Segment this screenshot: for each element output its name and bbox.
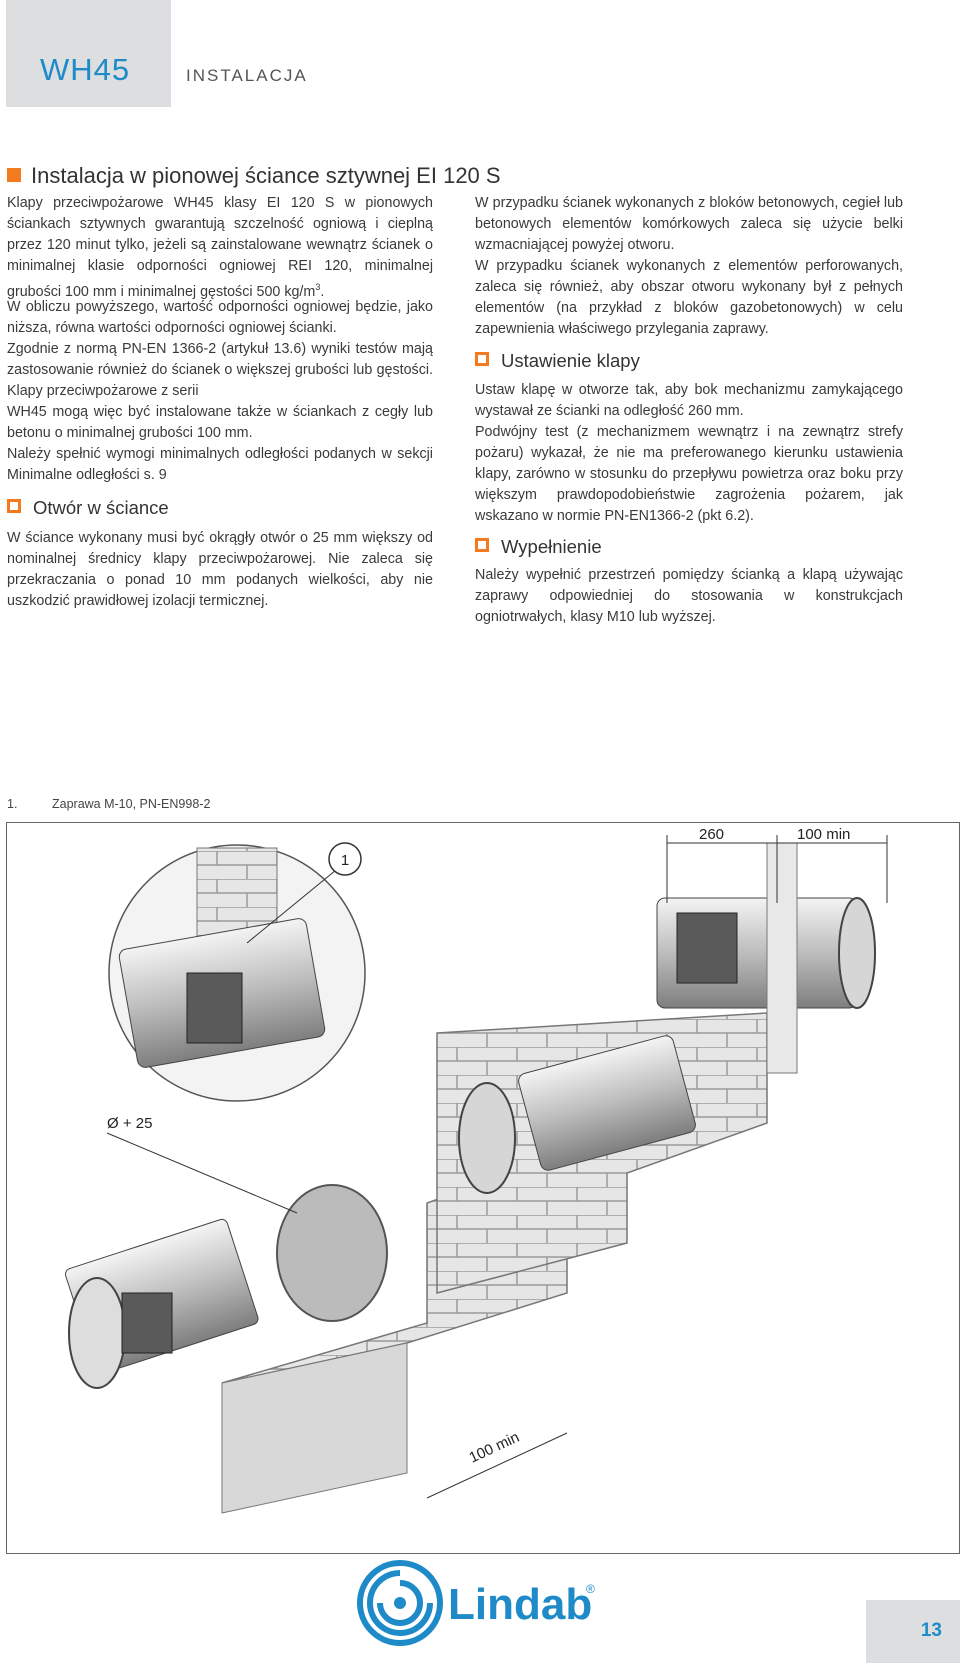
main-heading-text: Instalacja w pionowej ściance sztywnej E… (31, 163, 501, 188)
superscript: 3 (315, 282, 321, 292)
left-paragraph-2: W obliczu powyższego, wartość odporności… (7, 299, 433, 336)
heading-square-icon (7, 168, 21, 182)
lower-damper (64, 1218, 259, 1389)
header-box (6, 0, 171, 107)
section-name: INSTALACJA (186, 66, 308, 85)
heading-bullet-icon (7, 499, 21, 513)
dim-100min-top: 100 min (797, 826, 850, 843)
left-paragraph-1: Klapy przeciwpożarowe WH45 klasy EI 120 … (7, 195, 433, 300)
left-paragraph-5: Należy spełnić wymogi minimalnych odległ… (7, 446, 433, 483)
diameter-leader (106, 1132, 298, 1214)
heading-bullet-icon (475, 538, 489, 552)
right-paragraph-5: Należy wypełnić przestrzeń pomiędzy ścia… (475, 567, 903, 625)
leader-line (246, 860, 348, 944)
lindab-logo: Lindab ® (352, 1553, 622, 1653)
heading-ustawienie: Ustawienie klapy (475, 350, 640, 372)
right-paragraph-3: Ustaw klapę w otworze tak, aby bok mecha… (475, 382, 903, 419)
main-heading: Instalacja w pionowej ściance sztywnej E… (7, 163, 501, 189)
right-paragraph-1: W przypadku ścianek wykonanych z bloków … (475, 195, 903, 253)
dimension-line-bottom (426, 1432, 568, 1499)
left-paragraph-3: Zgodnie z normą PN-EN 1366-2 (artykuł 13… (7, 341, 433, 399)
lindab-logo-icon (357, 1560, 443, 1646)
label-1-circle (328, 842, 362, 876)
footnote: 1.Zaprawa M-10, PN-EN998-2 (7, 797, 211, 811)
label-1: 1 (341, 852, 349, 869)
dim-100min-bottom: 100 min (467, 1429, 523, 1467)
page-number-box: 13 (866, 1600, 960, 1663)
upper-damper (458, 897, 876, 1194)
product-name: WH45 (40, 52, 131, 87)
installation-figure: 1 260 100 min Ø + 25 100 min (6, 822, 960, 1554)
logo-text: Lindab (448, 1580, 592, 1629)
right-paragraph-4: Podwójny test (z mechanizmem wewnątrz i … (475, 424, 903, 524)
heading-bullet-icon (475, 352, 489, 366)
dim-diameter: Ø + 25 (107, 1115, 152, 1132)
page-number: 13 (920, 1620, 942, 1641)
detail-circle (108, 844, 366, 1102)
wall-opening (276, 1184, 388, 1322)
right-paragraph-2: W przypadku ścianek wykonanych z element… (475, 258, 903, 337)
wall-section (766, 842, 798, 1074)
left-paragraph-6: W ściance wykonany musi być okrągły otwó… (7, 530, 433, 609)
logo-registered: ® (586, 1582, 595, 1596)
left-paragraph-4: WH45 mogą więc być instalowane także w ś… (7, 404, 433, 441)
heading-wypelnienie: Wypełnienie (475, 536, 602, 558)
installation-drawing: 1 260 100 min Ø + 25 100 min (64, 826, 888, 1514)
heading-otwor: Otwór w ściance (7, 497, 169, 519)
dim-260: 260 (699, 826, 724, 843)
